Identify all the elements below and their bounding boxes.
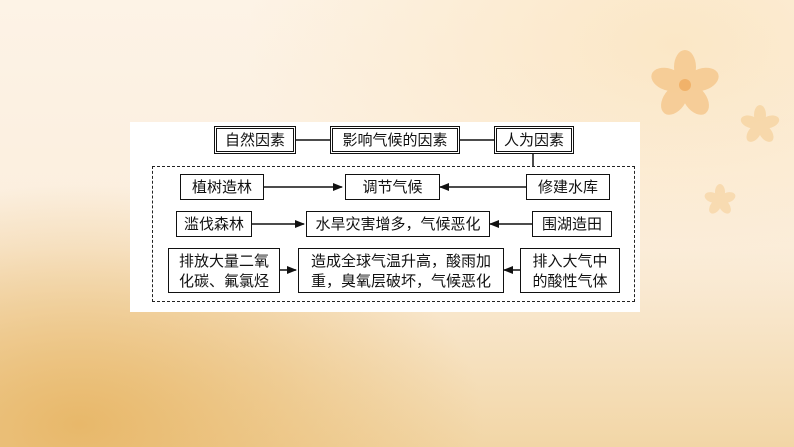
node-build-reservoir: 修建水库 [526,174,610,200]
node-label: 水旱灾害增多，气候恶化 [315,215,481,233]
node-label: 造成全球气温升高，酸雨加 重，臭氧层破坏，气候恶化 [310,251,491,290]
node-label: 滥伐森林 [183,215,244,233]
node-afforestation: 植树造林 [180,174,264,200]
flower-decoration-icon [651,50,719,115]
node-label: 修建水库 [537,178,598,196]
node-global-warming: 造成全球气温升高，酸雨加 重，臭氧层破坏，气候恶化 [298,248,504,293]
node-label: 排入大气中 的酸性气体 [532,251,608,290]
node-label: 调节气候 [362,178,423,196]
node-regulate-climate: 调节气候 [345,174,440,200]
node-deforestation: 滥伐森林 [176,211,252,237]
node-label: 植树造林 [191,178,252,196]
human-factors-dashed-frame [152,166,635,302]
node-label: 人为因素 [503,131,564,149]
node-co2-cfc-emissions: 排放大量二氧 化碳、氟氯烃 [168,248,280,293]
flower-decoration-icon [704,184,736,214]
node-label: 围湖造田 [541,215,602,233]
node-lake-reclamation: 围湖造田 [532,211,612,237]
node-natural-factors: 自然因素 [214,126,296,154]
node-acid-gas-emissions: 排入大气中 的酸性气体 [520,248,620,293]
flower-decoration-icon [740,105,780,142]
node-label: 影响气候的因素 [342,131,448,149]
node-disasters-increase: 水旱灾害增多，气候恶化 [306,211,490,237]
node-human-factors: 人为因素 [494,126,574,154]
node-label: 自然因素 [224,131,285,149]
node-label: 排放大量二氧 化碳、氟氯烃 [178,251,269,290]
node-climate-factors: 影响气候的因素 [330,126,460,154]
